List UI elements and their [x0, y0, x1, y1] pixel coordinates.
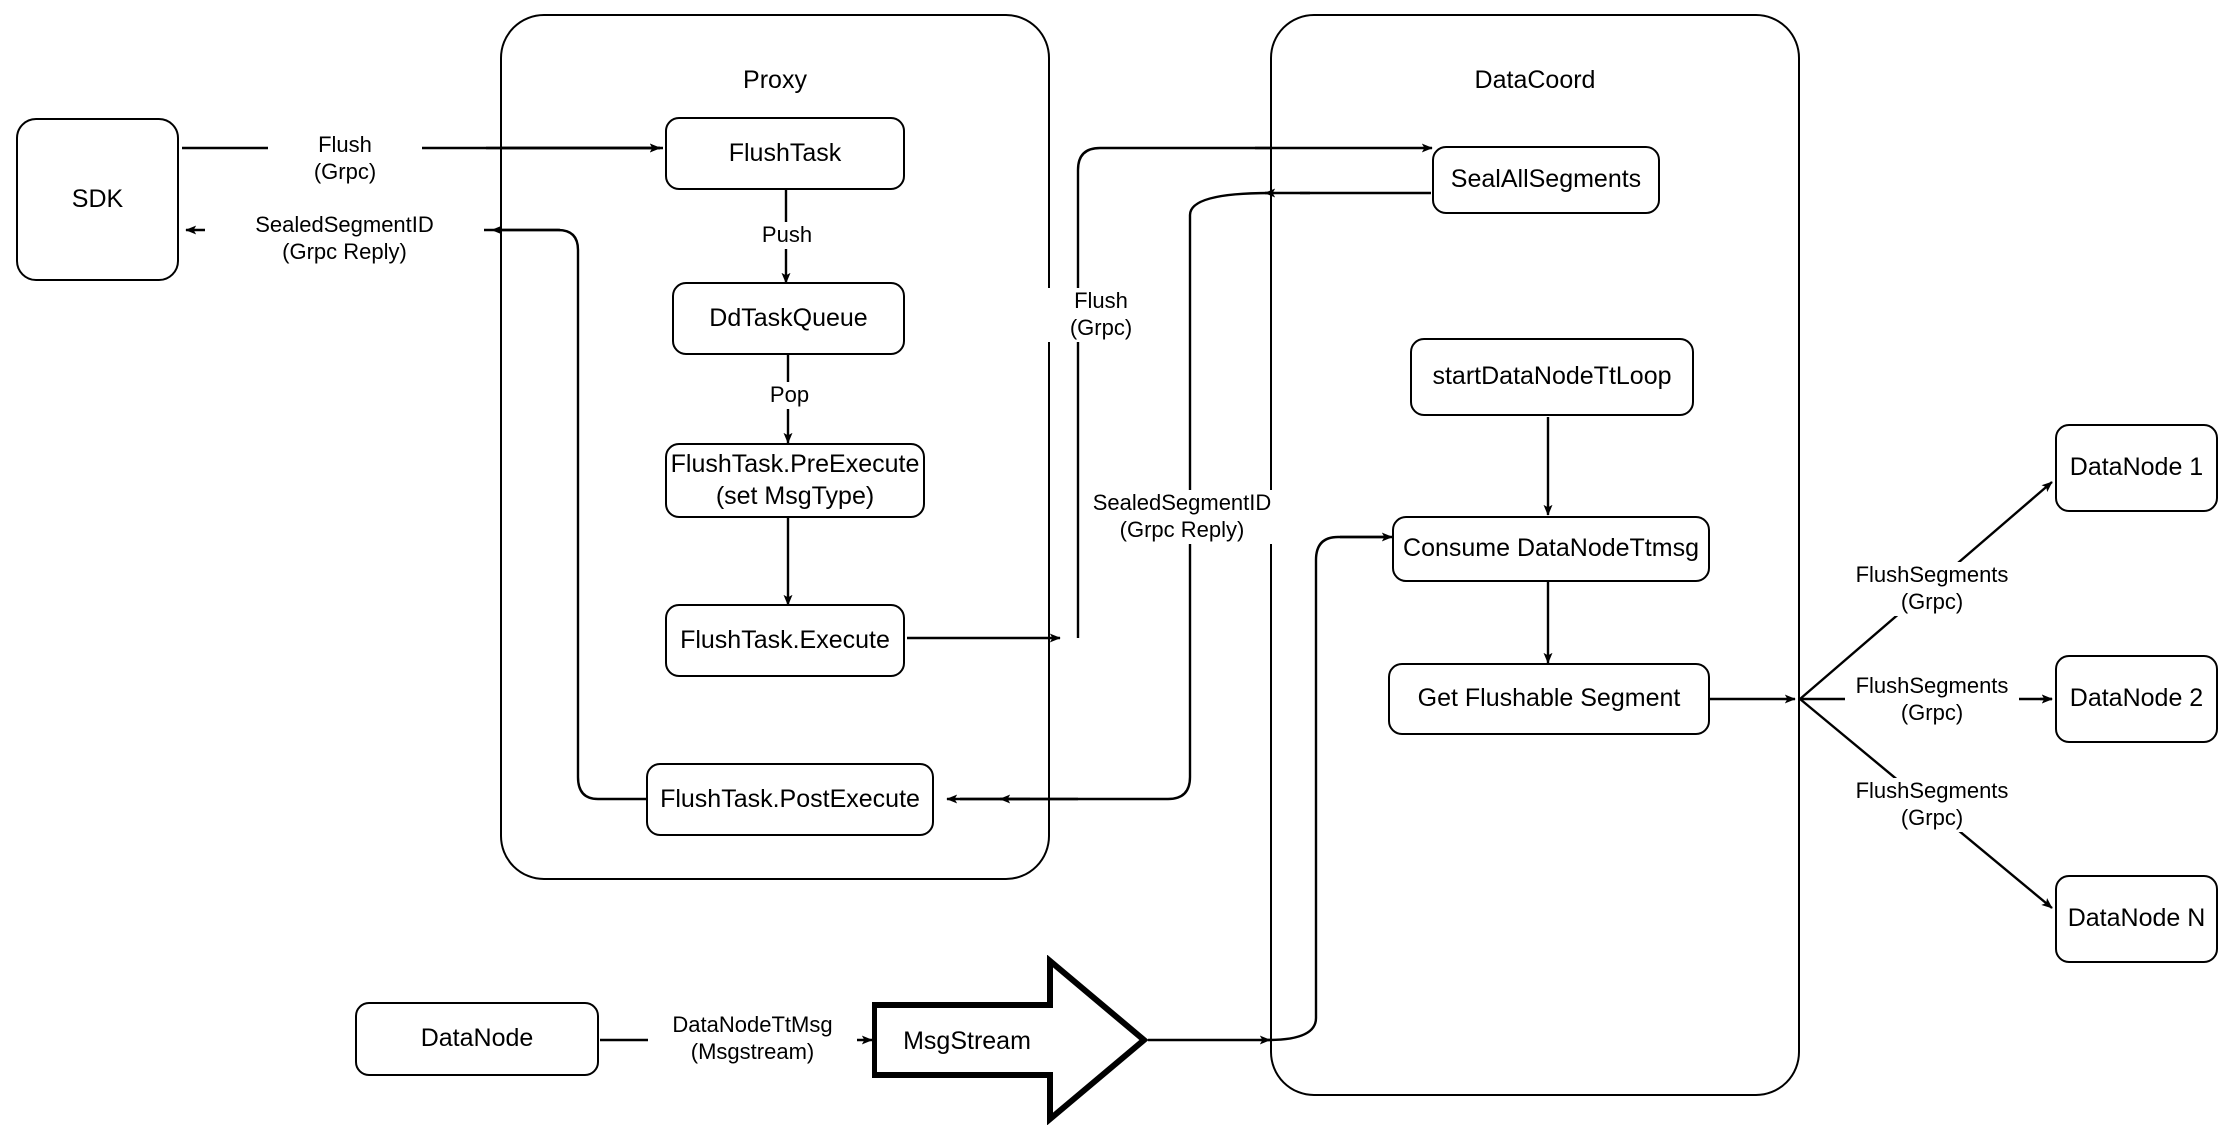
- node-flushtask-execute-label: FlushTask.Execute: [680, 625, 890, 654]
- node-sdk[interactable]: SDK: [16, 118, 179, 281]
- edge-label-flush-segments-2: FlushSegments (Grpc): [1845, 673, 2019, 727]
- node-dd-task-queue-label: DdTaskQueue: [709, 303, 868, 332]
- node-get-flushable-segment[interactable]: Get Flushable Segment: [1388, 663, 1710, 735]
- edge-label-pop: Pop: [745, 382, 834, 409]
- edge-label-push: Push: [740, 222, 834, 249]
- container-proxy-title: Proxy: [743, 66, 807, 94]
- edge-label-sdk-to-proxy: Flush (Grpc): [268, 132, 422, 186]
- container-datacoord-title: DataCoord: [1474, 66, 1596, 94]
- edge-label-proxy-to-sdk: SealedSegmentID (Grpc Reply): [205, 212, 484, 266]
- node-consume-datanode-ttmsg-label: Consume DataNodeTtmsg: [1403, 534, 1699, 563]
- node-datanode-2[interactable]: DataNode 2: [2055, 655, 2218, 743]
- node-msgstream-label: MsgStream: [903, 1027, 1031, 1055]
- node-flush-task-label: FlushTask: [728, 138, 842, 167]
- edge-label-datanode-ttmsg: DataNodeTtMsg (Msgstream): [648, 1012, 857, 1066]
- node-flushtask-preexecute[interactable]: FlushTask.PreExecute (set MsgType): [665, 443, 925, 518]
- edge-label-proxy-to-datacoord: Flush (Grpc): [1040, 288, 1162, 342]
- node-flushtask-execute[interactable]: FlushTask.Execute: [665, 604, 905, 677]
- node-flush-task[interactable]: FlushTask: [665, 117, 905, 190]
- node-sdk-label: SDK: [71, 184, 124, 213]
- node-datanode-n-label: DataNode N: [2067, 904, 2206, 933]
- node-datanode-1-label: DataNode 1: [2069, 453, 2204, 482]
- node-datanode-1[interactable]: DataNode 1: [2055, 424, 2218, 512]
- node-seal-all-segments-label: SealAllSegments: [1450, 165, 1642, 194]
- node-msgstream[interactable]: [871, 954, 1149, 1126]
- edge-label-flush-segments-n: FlushSegments (Grpc): [1845, 778, 2019, 832]
- node-datanode-2-label: DataNode 2: [2069, 684, 2204, 713]
- node-datanode-n[interactable]: DataNode N: [2055, 875, 2218, 963]
- node-consume-datanode-ttmsg[interactable]: Consume DataNodeTtmsg: [1392, 516, 1710, 582]
- edge-flush-riser: [1076, 146, 1270, 638]
- node-flushtask-preexecute-label: FlushTask.PreExecute (set MsgType): [670, 450, 920, 510]
- node-start-datanode-tt-loop-label: startDataNodeTtLoop: [1432, 362, 1672, 391]
- node-flushtask-postexecute[interactable]: FlushTask.PostExecute: [646, 763, 934, 836]
- node-flushtask-postexecute-label: FlushTask.PostExecute: [660, 784, 920, 813]
- edge-label-flush-segments-1: FlushSegments (Grpc): [1845, 562, 2019, 616]
- node-start-datanode-tt-loop[interactable]: startDataNodeTtLoop: [1410, 338, 1694, 416]
- node-seal-all-segments[interactable]: SealAllSegments: [1432, 146, 1660, 214]
- node-datanode-source[interactable]: DataNode: [355, 1002, 599, 1076]
- node-get-flushable-segment-label: Get Flushable Segment: [1417, 684, 1681, 713]
- edge-label-datacoord-to-proxy: SealedSegmentID (Grpc Reply): [1085, 490, 1279, 544]
- node-datanode-source-label: DataNode: [420, 1024, 534, 1053]
- node-dd-task-queue[interactable]: DdTaskQueue: [672, 282, 905, 355]
